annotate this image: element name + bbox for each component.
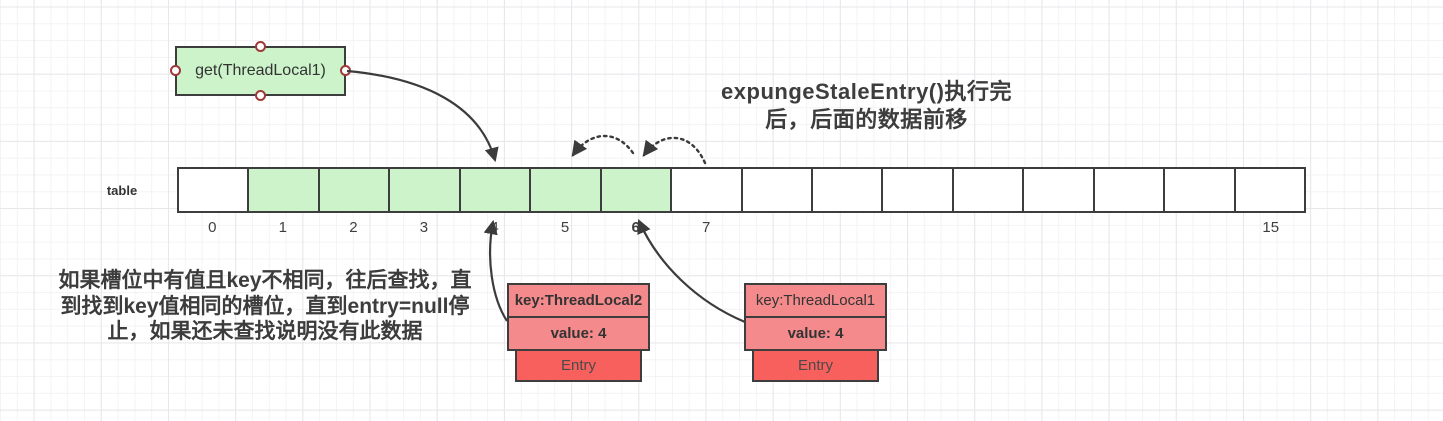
array-index-11: [953, 219, 1024, 236]
array-cell-1[interactable]: [247, 169, 318, 211]
move-arc-slot6-to-slot5[interactable]: [571, 134, 635, 157]
array-cell-0[interactable]: [179, 169, 248, 211]
array-cell-3[interactable]: [388, 169, 459, 211]
array-cell-5[interactable]: [529, 169, 600, 211]
entry-card-threadlocal1[interactable]: key:ThreadLocal1 value: 4 Entry: [744, 283, 887, 382]
diagram-title: expungeStaleEntry()执行完 后，后面的数据前移: [694, 78, 1039, 134]
array-index-1: 1: [278, 219, 288, 236]
array-index-5: 5: [560, 219, 570, 236]
array-cell-6[interactable]: [599, 169, 671, 211]
array-cell-7[interactable]: [670, 169, 741, 211]
connector-threadlocal1-entry-to-slot6[interactable]: [637, 219, 746, 324]
annotation-line-2: 到找到key值相同的槽位，直到entry=null停: [60, 294, 470, 318]
array-index-13: [1094, 219, 1165, 236]
connection-handle-top[interactable]: [254, 41, 266, 52]
title-line-1: expungeStaleEntry()执行完: [721, 79, 1012, 104]
array-index-6: 6: [631, 219, 640, 236]
annotation-line-3: 止，如果还未查找说明没有此数据: [107, 320, 423, 343]
array-indices: 0 1 2 3 4 5 6 7 15: [177, 219, 1306, 236]
array-cells: [177, 167, 1306, 213]
array-cell-8[interactable]: [740, 169, 811, 211]
entry-footer-box[interactable]: Entry: [515, 349, 642, 382]
array-index-9: [812, 219, 883, 236]
title-line-2: 后，后面的数据前移: [765, 107, 968, 132]
entry-card-threadlocal2[interactable]: key:ThreadLocal2 value: 4 Entry: [507, 283, 650, 382]
array-cell-14[interactable]: [1163, 169, 1234, 211]
entry-footer-box[interactable]: Entry: [752, 349, 879, 382]
array-index-8: [742, 219, 813, 236]
connection-handle-right[interactable]: [340, 65, 351, 76]
array-index-2: 2: [349, 219, 358, 236]
array-cell-4[interactable]: [458, 169, 530, 211]
get-box-label: get(ThreadLocal1): [195, 62, 326, 79]
entry-key-box[interactable]: key:ThreadLocal1: [744, 283, 887, 318]
entry-key-box[interactable]: key:ThreadLocal2: [507, 283, 650, 318]
array-index-0: 0: [208, 219, 217, 236]
array-index-14: [1165, 219, 1236, 236]
move-arc-slot7-to-slot6[interactable]: [642, 136, 707, 165]
connection-handle-left[interactable]: [170, 65, 181, 76]
get-threadlocal-box[interactable]: get(ThreadLocal1): [170, 41, 351, 101]
array-cell-13[interactable]: [1092, 169, 1164, 211]
array-cell-15[interactable]: [1233, 169, 1304, 211]
entry-value-box[interactable]: value: 4: [507, 316, 650, 351]
entry-value-box[interactable]: value: 4: [744, 316, 887, 351]
annotation-text: 如果槽位中有值且key不相同，往后查找，直 到找到key值相同的槽位，直到ent…: [30, 268, 500, 345]
array-index-12: [1024, 219, 1095, 236]
array-index-3: 3: [419, 219, 429, 236]
array-cell-10[interactable]: [881, 169, 952, 211]
annotation-line-1: 如果槽位中有值且key不相同，往后查找，直: [58, 269, 472, 292]
array-cell-11[interactable]: [951, 169, 1023, 211]
connection-handle-bottom[interactable]: [254, 90, 266, 101]
array-index-4: 4: [490, 219, 499, 236]
connector-get-to-slot4[interactable]: [346, 69, 499, 163]
array-cell-2[interactable]: [317, 169, 389, 211]
array-index-15: 15: [1262, 219, 1280, 236]
table-label: table: [106, 183, 138, 198]
array-cell-12[interactable]: [1022, 169, 1093, 211]
array-index-7: 7: [702, 219, 711, 236]
array-index-10: [883, 219, 954, 236]
array-cell-9[interactable]: [810, 169, 882, 211]
